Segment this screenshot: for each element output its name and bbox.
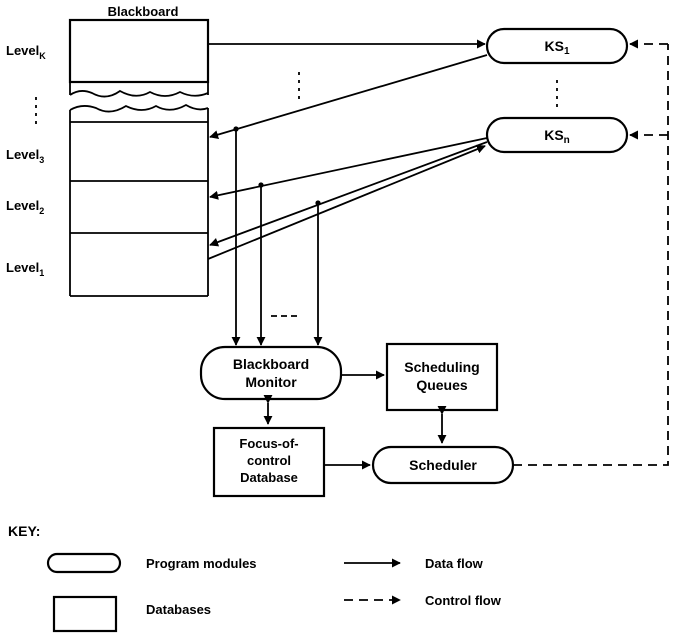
focus-label-line2: control [247, 453, 291, 468]
key-title: KEY: [8, 523, 40, 539]
ksn-to-level2-arrow [209, 137, 488, 200]
scheduler-label: Scheduler [409, 457, 477, 473]
focus-of-control-database [212, 426, 326, 498]
level1-to-ksn-arrow [207, 144, 486, 260]
key-control-flow-label: Control flow [425, 593, 502, 608]
level-2-label: Level2 [6, 198, 44, 216]
focus-label-line3: Database [240, 470, 298, 485]
ks1-module [485, 27, 629, 65]
blackboard-upper-box [68, 18, 210, 84]
queues-label-line1: Scheduling [404, 359, 479, 375]
focus-label-line1: Focus-of- [239, 436, 298, 451]
level-k-label: LevelK [6, 43, 46, 61]
key-program-module-symbol [46, 552, 122, 574]
blackboard-monitor-module [199, 345, 343, 401]
queues-label-line2: Queues [416, 377, 468, 393]
key-data-flow-label: Data flow [425, 556, 484, 571]
key-database-symbol [52, 595, 118, 633]
blackboard-database [68, 18, 210, 297]
control-flow-line [513, 44, 669, 466]
blackboard-break-bottom [69, 103, 209, 113]
level-1-label: Level1 [6, 260, 44, 278]
monitor-label-line2: Monitor [245, 374, 297, 390]
blackboard-break-top [69, 89, 209, 98]
key-program-modules-label: Program modules [146, 556, 257, 571]
ksn-module [485, 116, 629, 154]
key-databases-label: Databases [146, 602, 211, 617]
scheduling-queues-database [385, 342, 499, 412]
ksn-label: KSn [544, 127, 570, 146]
blackboard-title: Blackboard [108, 4, 179, 19]
ksn-to-level1-arrow [209, 141, 488, 247]
ks1-label: KS1 [544, 38, 569, 57]
ks1-to-level3-arrow [209, 54, 488, 140]
level-3-label: Level3 [6, 147, 44, 165]
monitor-label-line1: Blackboard [233, 356, 309, 372]
